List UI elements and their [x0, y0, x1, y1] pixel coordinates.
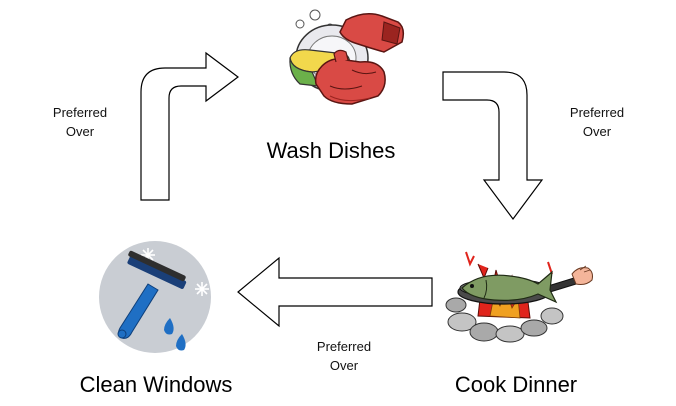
edge-label-windows-to-dishes: Preferred Over [53, 103, 107, 141]
wash-dishes-label: Wash Dishes [266, 138, 396, 163]
squeegee-icon [99, 241, 211, 353]
edge-label-dinner-to-windows: Preferred Over [317, 337, 371, 375]
cook-dinner-label: Cook Dinner [454, 372, 578, 397]
edge-label-line1: Preferred [316, 339, 372, 354]
arrow-dinner-to-windows [237, 256, 433, 328]
fish-in-pan-on-campfire-icon [445, 251, 593, 343]
gloves-washing-plate-icon [289, 9, 405, 105]
edge-label-line1: Preferred [569, 105, 625, 120]
clean-windows-label: Clean Windows [79, 372, 233, 397]
edge-label-dishes-to-dinner: Preferred Over [570, 103, 624, 141]
edge-label-line2: Over [329, 358, 359, 373]
arrow-dishes-to-dinner [442, 71, 544, 221]
edge-label-line2: Over [582, 124, 612, 139]
edge-label-line1: Preferred [52, 105, 108, 120]
edge-label-line2: Over [65, 124, 95, 139]
arrow-windows-to-dishes [140, 51, 239, 201]
